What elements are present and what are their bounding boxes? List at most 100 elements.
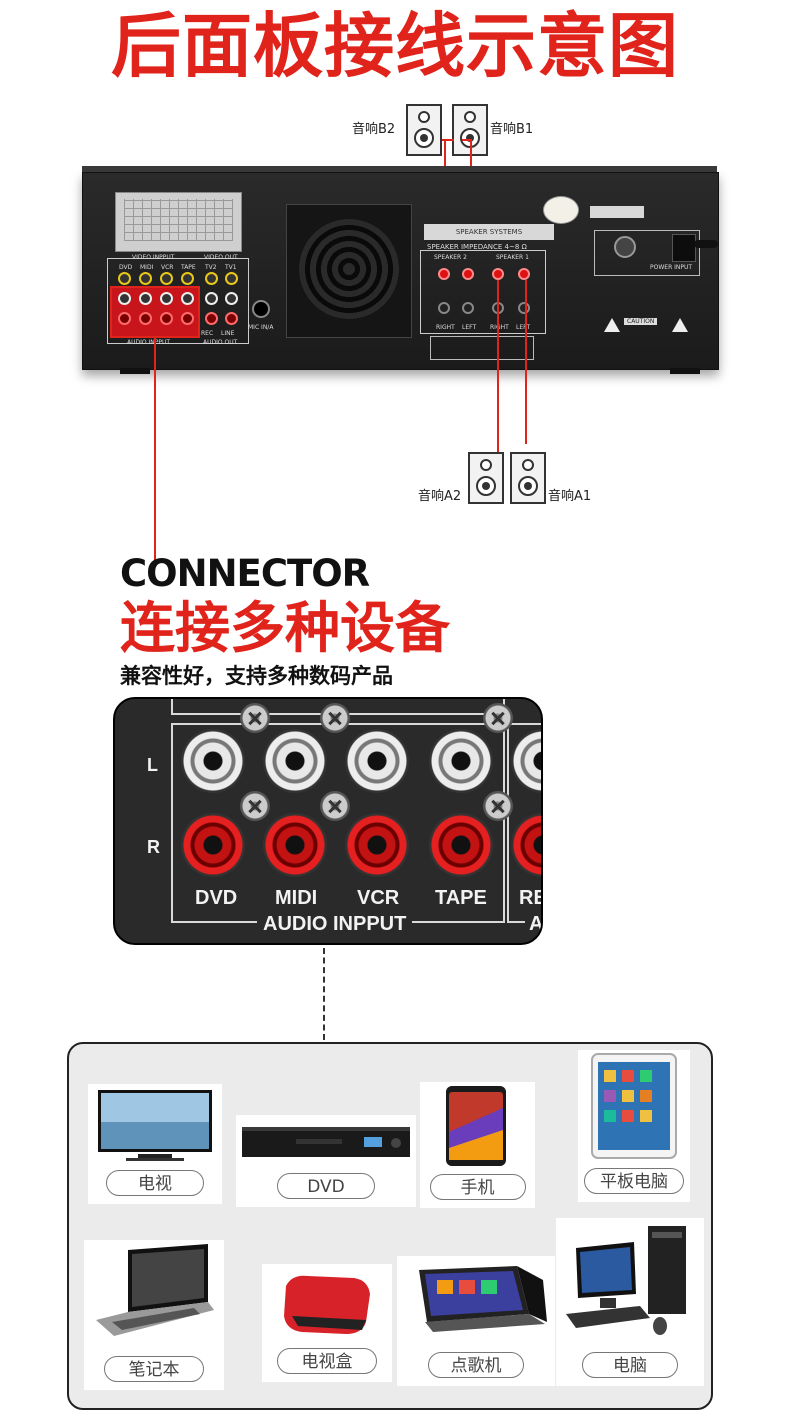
speaker-post-positive — [462, 268, 474, 280]
audio-jack-right — [181, 312, 194, 325]
device-card-karaoke: 点歌机 — [397, 1256, 555, 1386]
screw-icon — [240, 703, 270, 733]
mic-label: MIC IN/A — [248, 324, 274, 331]
device-label-karaoke: 点歌机 — [428, 1352, 524, 1378]
input-label-vcr: VCR — [161, 264, 174, 271]
speaker-a2-label: 音响A2 — [418, 489, 462, 504]
speaker-post-positive — [438, 268, 450, 280]
speaker-a1-icon — [510, 452, 546, 504]
device-card-phone: 手机 — [420, 1082, 535, 1208]
audio-out-jack-right — [225, 312, 238, 325]
closeup-jack-red — [181, 813, 245, 877]
video-jack — [181, 272, 194, 285]
audio-input-label: AUDIO INPPUT — [127, 339, 171, 346]
dvd-player-icon — [242, 1127, 410, 1157]
av-io-block — [107, 258, 249, 344]
amplifier-top-edge — [82, 166, 717, 174]
page-title: 后面板接线示意图 — [111, 5, 679, 87]
video-out-label: VIDEO OUT — [204, 254, 238, 261]
amplifier-foot — [120, 368, 150, 374]
closeup-jack-white — [429, 729, 493, 793]
fuse-holder — [614, 236, 636, 258]
device-card-laptop: 笔记本 — [84, 1240, 224, 1390]
audio-out-label: AUDIO OUT — [203, 339, 238, 346]
device-label-tvbox: 电视盒 — [277, 1348, 377, 1374]
device-label-dvd: DVD — [277, 1173, 375, 1199]
mic-jack — [252, 300, 270, 318]
audio-input-outline — [110, 286, 200, 338]
closeup-jack-red — [429, 813, 493, 877]
audio-jack-left — [139, 292, 152, 305]
tablet-icon — [591, 1053, 677, 1159]
closeup-right-label: R — [147, 837, 160, 857]
warning-triangle-icon — [672, 318, 688, 332]
audio-out-jack-left — [225, 292, 238, 305]
output-label-tv2: TV2 — [205, 264, 217, 271]
closeup-jack-white — [181, 729, 245, 793]
audio-out-jack-right — [205, 312, 218, 325]
frequency-chart-sticker — [115, 192, 242, 252]
speaker-1-label: SPEAKER 1 — [496, 254, 529, 261]
speaker-2-label: SPEAKER 2 — [434, 254, 467, 261]
audio-jack-right — [160, 312, 173, 325]
audio-jack-right — [118, 312, 131, 325]
audio-jack-left — [181, 292, 194, 305]
closeup-left-label: L — [147, 755, 158, 775]
video-jack — [139, 272, 152, 285]
screw-icon — [483, 791, 513, 821]
speaker-post-positive — [492, 268, 504, 280]
terminal-right-label: RIGHT — [436, 324, 455, 331]
amplifier-foot — [670, 368, 700, 374]
caution-label: CAUTION — [624, 318, 658, 325]
speaker-b2-icon — [406, 104, 442, 156]
closeup-jack-red — [263, 813, 327, 877]
power-cord — [694, 240, 718, 248]
wire-a1 — [525, 280, 527, 444]
closeup-jack-white — [263, 729, 327, 793]
input-label-dvd: DVD — [119, 264, 133, 271]
quality-seal — [543, 196, 579, 224]
speaker-b1-label: 音响B1 — [490, 122, 534, 137]
speaker-post-positive — [518, 268, 530, 280]
connector-subtitle: 连接多种设备 — [120, 596, 451, 660]
dashed-connector-line — [323, 948, 325, 1040]
terminal-left-label: LEFT — [462, 324, 477, 331]
device-label-phone: 手机 — [429, 1174, 526, 1200]
closeup-label-partial: RE — [519, 887, 541, 909]
output-label-line: LINE — [221, 330, 235, 337]
tv-box-icon — [284, 1275, 370, 1334]
screw-icon — [240, 791, 270, 821]
closeup-label-dvd: DVD — [195, 887, 238, 909]
closeup-label-tape: TAPE — [435, 887, 487, 909]
output-label-tv1: TV1 — [225, 264, 237, 271]
laptop-icon — [96, 1244, 214, 1336]
audio-jack-left — [160, 292, 173, 305]
speaker-a2-icon — [468, 452, 504, 504]
closeup-label-midi: MIDI — [275, 887, 318, 909]
warning-text-box — [430, 336, 534, 360]
video-jack — [205, 272, 218, 285]
device-label-tablet: 平板电脑 — [584, 1168, 684, 1194]
video-input-label: VIDEO INPPUT — [132, 254, 175, 261]
closeup-group-partial: A — [525, 913, 541, 936]
connector-description: 兼容性好，支持多种数码产品 — [120, 664, 393, 688]
speaker-terminal-block — [420, 250, 546, 334]
closeup-jack-white — [345, 729, 409, 793]
wire-a2 — [497, 280, 499, 476]
device-label-tv: 电视 — [106, 1170, 204, 1196]
speaker-impedance-label: SPEAKER IMPEDANCE 4~8 Ω — [427, 243, 527, 251]
input-label-tape: TAPE — [181, 264, 196, 271]
terminal-left-label: LEFT — [516, 324, 531, 331]
device-card-tablet: 平板电脑 — [578, 1050, 690, 1202]
warning-triangle-icon — [604, 318, 620, 332]
tv-icon — [98, 1090, 212, 1161]
speaker-systems-label: SPEAKER SYSTEMS — [424, 224, 554, 240]
input-label-midi: MIDI — [140, 264, 154, 271]
closeup-label-vcr: VCR — [357, 887, 400, 909]
closeup-group-label: AUDIO INPPUT — [257, 913, 413, 936]
device-label-pc: 电脑 — [582, 1352, 678, 1378]
audio-jack-right — [139, 312, 152, 325]
speaker-a1-label: 音响A1 — [548, 489, 592, 504]
video-jack — [118, 272, 131, 285]
leader-line — [154, 338, 156, 560]
